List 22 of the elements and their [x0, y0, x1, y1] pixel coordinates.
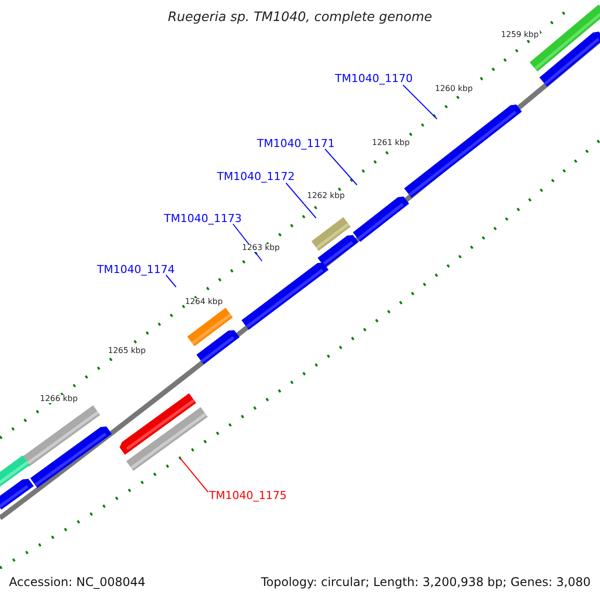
scale-label: 1264 kbp — [184, 298, 224, 306]
gene-label: TM1040_1171 — [257, 138, 335, 149]
scale-label: 1265 kbp — [107, 347, 147, 355]
gene-label: TM1040_1172 — [217, 171, 295, 182]
gene-label: TM1040_1175 — [209, 490, 287, 501]
scale-label: 1262 kbp — [306, 192, 346, 200]
leader-line — [180, 458, 208, 492]
leader-line — [324, 148, 358, 186]
leader-line — [286, 182, 316, 218]
scale-label: 1266 kbp — [39, 395, 79, 403]
gene-label: TM1040_1173 — [164, 213, 242, 224]
scale-label: 1260 kbp — [434, 85, 474, 93]
gene-label: TM1040_1170 — [335, 73, 413, 84]
genome-info-text: Topology: circular; Length: 3,200,938 bp; Genes: 3,080 — [261, 576, 591, 588]
accession-text: Accession: NC_008044 — [9, 576, 146, 588]
scale-label: 1263 kbp — [241, 244, 281, 252]
gene-label: TM1040_1174 — [97, 264, 175, 275]
scale-label: 1261 kbp — [371, 139, 411, 147]
scale-label: 1259 kbp — [500, 31, 540, 39]
leader-line — [166, 274, 176, 288]
leader-line — [402, 84, 438, 120]
title: Ruegeria sp. TM1040, complete genome — [166, 11, 434, 24]
